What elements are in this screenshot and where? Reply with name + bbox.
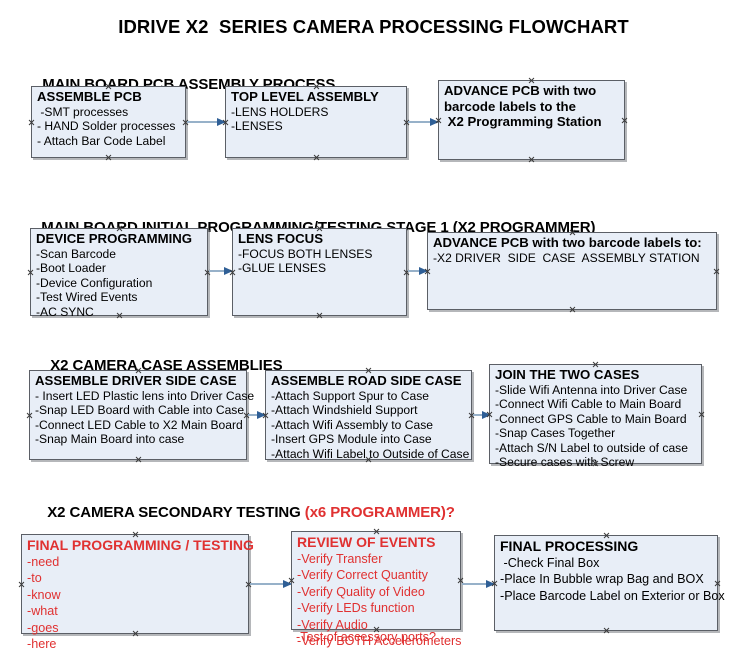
node-line: -Attach Wifi Label to Outside of Case xyxy=(271,446,470,461)
node-line: - HAND Solder processes xyxy=(37,119,176,134)
node-advance-pcb-to-x2-programming-station[interactable]: ADVANCE PCB with two barcode labels to t… xyxy=(438,80,625,160)
node-line: -Place Barcode Label on Exterior or Box xyxy=(500,588,725,603)
node-line: -Boot Loader xyxy=(36,261,106,276)
node-title: LENS FOCUS xyxy=(238,231,323,246)
node-title: REVIEW OF EVENTS xyxy=(297,534,436,550)
node-line: -what xyxy=(27,604,58,619)
node-line: -AC SYNC xyxy=(36,304,94,319)
node-title: ASSEMBLE PCB xyxy=(37,89,142,104)
node-line: -X2 DRIVER SIDE CASE ASSEMBLY STATION xyxy=(433,250,700,265)
node-title: JOIN THE TWO CASES xyxy=(495,367,640,382)
node-title: FINAL PROCESSING xyxy=(500,538,639,554)
node-line: -Slide Wifi Antenna into Driver Case xyxy=(495,382,688,397)
connector-handle-left[interactable] xyxy=(27,269,34,276)
connector-handle-right[interactable] xyxy=(698,411,705,418)
node-line: -Snap LED Board with Cable into Case xyxy=(35,403,245,418)
connector-handle-right[interactable] xyxy=(713,268,720,275)
node-title: FINAL PROGRAMMING / TESTING xyxy=(27,537,254,553)
node-top-level-assembly[interactable]: TOP LEVEL ASSEMBLY -LENS HOLDERS -LENSES xyxy=(225,86,407,158)
node-line: - Attach Bar Code Label xyxy=(37,133,166,148)
node-overflow-line-review-of-events: -Test of accessory ports? xyxy=(296,630,436,644)
connector-handle-bottom[interactable] xyxy=(313,154,320,161)
node-join-the-two-cases[interactable]: JOIN THE TWO CASES -Slide Wifi Antenna i… xyxy=(489,364,705,469)
connector-handle-bottom[interactable] xyxy=(135,456,142,463)
connector-driver-side-to-road-side xyxy=(248,410,266,419)
connector-final-programming-to-review-of-events xyxy=(250,579,292,588)
node-assemble-pcb[interactable]: ASSEMBLE PCB -SMT processes - HAND Solde… xyxy=(31,86,186,158)
connector-handle-bottom[interactable] xyxy=(569,306,576,313)
section-header-accent-text: (x6 PROGRAMMER)? xyxy=(304,504,455,521)
connector-handle-left[interactable] xyxy=(18,581,25,588)
node-line: -Snap Cases Together xyxy=(495,426,616,441)
node-line: -need xyxy=(27,555,60,569)
connector-handle-bottom[interactable] xyxy=(105,154,112,161)
node-line: -Connect GPS Cable to Main Board xyxy=(495,411,687,426)
node-title: TOP LEVEL ASSEMBLY xyxy=(231,89,379,104)
connector-handle-left[interactable] xyxy=(28,119,35,126)
connector-lens-focus-to-advance-pcb xyxy=(408,266,428,275)
node-line: -Connect LED Cable to X2 Main Board xyxy=(35,417,243,432)
node-line: -Verify Quality of Video xyxy=(297,584,425,599)
node-line: -Connect Wifi Cable to Main Board xyxy=(495,397,682,412)
section-header-text: X2 CAMERA CASE ASSEMBLIES xyxy=(50,357,283,374)
node-lens-focus[interactable]: LENS FOCUS -FOCUS BOTH LENSES -GLUE LENS… xyxy=(232,228,407,316)
section-header-x2-camera-case-assemblies: X2 CAMERA CASE ASSEMBLIES xyxy=(34,340,283,391)
node-line: -Insert GPS Module into Case xyxy=(271,432,432,447)
node-assemble-road-side-case[interactable]: ASSEMBLE ROAD SIDE CASE -Attach Support … xyxy=(265,370,472,461)
node-line: -Scan Barcode xyxy=(36,246,116,261)
node-line: -goes xyxy=(27,620,59,635)
node-line: -SMT processes xyxy=(37,104,129,119)
node-line: -LENSES xyxy=(231,119,283,134)
node-line: -Snap Main Board into case xyxy=(35,432,185,447)
node-line: -Verify Audio xyxy=(297,617,368,632)
connector-review-of-events-to-final-processing xyxy=(462,579,495,588)
section-header-x2-camera-secondary-testing: X2 CAMERA SECONDARY TESTING (x6 PROGRAMM… xyxy=(31,487,455,538)
page-title: IDRIVE X2 SERIES CAMERA PROCESSING FLOWC… xyxy=(118,16,629,37)
node-line: -FOCUS BOTH LENSES xyxy=(238,246,373,261)
node-line: -Secure cases with Screw xyxy=(495,455,635,470)
node-line: barcode labels to the xyxy=(444,98,576,114)
section-header-text: X2 CAMERA SECONDARY TESTING xyxy=(47,504,305,521)
node-line: - Insert LED Plastic lens into Driver Ca… xyxy=(35,388,255,403)
node-title: ADVANCE PCB with two xyxy=(444,83,597,98)
node-line: -know xyxy=(27,587,61,602)
connector-assemble-pcb-to-top-level-assembly xyxy=(187,117,226,126)
connector-handle-right[interactable] xyxy=(621,117,628,124)
node-line: -Verify BOTH Accelerometers xyxy=(297,634,462,649)
connector-handle-bottom[interactable] xyxy=(603,627,610,634)
node-line: -Attach S/N Label to outside of case xyxy=(495,440,688,455)
connector-device-programming-to-lens-focus xyxy=(209,266,233,275)
node-line: -LENS HOLDERS xyxy=(231,104,329,119)
node-line: -Verify Correct Quantity xyxy=(297,568,428,583)
node-line: -Test Wired Events xyxy=(36,290,138,305)
node-line: -Device Configuration xyxy=(36,275,153,290)
node-title: DEVICE PROGRAMMING xyxy=(36,231,193,246)
node-line: -Verify Transfer xyxy=(297,552,383,566)
node-final-processing[interactable]: FINAL PROCESSING -Check Final Box -Place… xyxy=(494,535,725,634)
node-review-of-events[interactable]: REVIEW OF EVENTS -Verify Transfer -Verif… xyxy=(291,531,461,648)
node-advance-pcb-to-driver-side-case-assembly[interactable]: ADVANCE PCB with two barcode labels to: … xyxy=(427,232,717,310)
node-line: -to xyxy=(27,571,42,586)
connector-handle-bottom[interactable] xyxy=(528,156,535,163)
node-final-programming-testing[interactable]: FINAL PROGRAMMING / TESTING -need -to -k… xyxy=(18,534,254,651)
node-line: -Place In Bubble wrap Bag and BOX xyxy=(500,572,704,587)
connector-handle-left[interactable] xyxy=(26,412,33,419)
node-line: -GLUE LENSES xyxy=(238,261,327,276)
node-line: -Attach Wifi Assembly to Case xyxy=(271,417,433,432)
node-line: -here xyxy=(27,637,57,652)
node-assemble-driver-side-case[interactable]: ASSEMBLE DRIVER SIDE CASE - Insert LED P… xyxy=(26,370,255,463)
node-line: X2 Programming Station xyxy=(444,114,602,129)
node-line: -Verify LEDs function xyxy=(297,601,415,616)
node-line: -Attach Support Spur to Case xyxy=(271,388,429,403)
node-line: -Check Final Box xyxy=(500,556,600,570)
connector-road-side-to-join-cases xyxy=(473,410,491,419)
node-title: ASSEMBLE ROAD SIDE CASE xyxy=(271,373,462,388)
connector-handle-right[interactable] xyxy=(714,580,721,587)
node-device-programming[interactable]: DEVICE PROGRAMMING -Scan Barcode -Boot L… xyxy=(27,228,208,319)
node-title: ADVANCE PCB with two barcode labels to: xyxy=(433,235,702,250)
connector-handle-bottom[interactable] xyxy=(316,312,323,319)
connector-top-level-assembly-to-advance-pcb xyxy=(408,117,439,126)
node-line: -Attach Windshield Support xyxy=(271,403,418,418)
node-title: ASSEMBLE DRIVER SIDE CASE xyxy=(35,373,237,388)
